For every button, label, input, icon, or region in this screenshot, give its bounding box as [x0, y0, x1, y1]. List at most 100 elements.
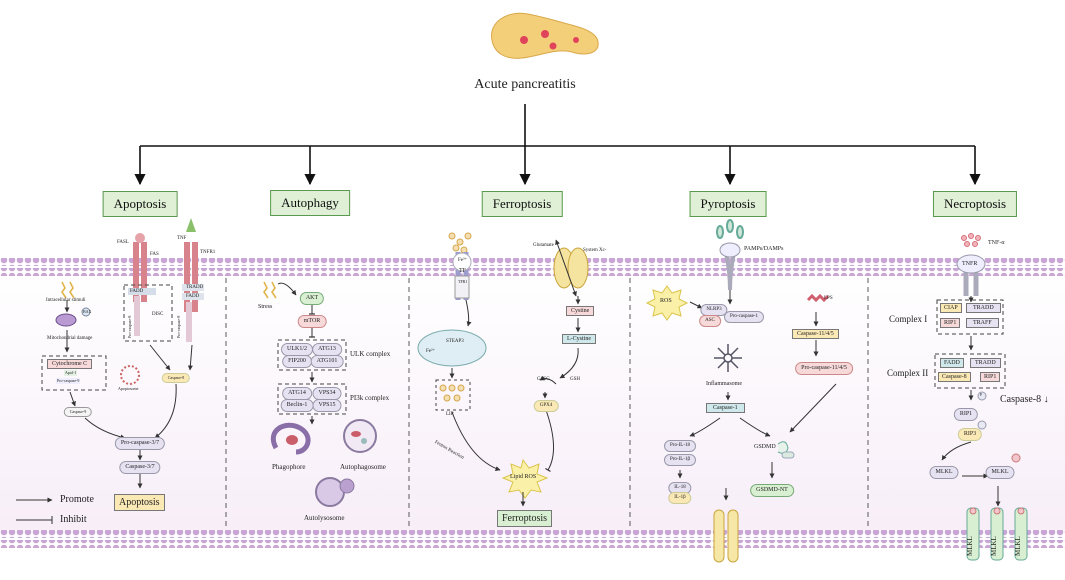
label-phospho-1: P	[980, 392, 983, 397]
node-tradd: TRADD	[966, 303, 1001, 313]
node-mlkl-p: MLKL	[985, 466, 1015, 479]
label-apaf1: Apaf-1	[64, 370, 78, 376]
label-procaspase8-a: Pro-caspase-8	[127, 315, 132, 338]
pore-mlkl-1: MLKL	[966, 536, 974, 556]
node-l-cystine: L-Cystine	[562, 334, 596, 344]
category-ferroptosis: Ferroptosis	[481, 191, 563, 217]
label-lps: LPS	[824, 296, 833, 301]
title: Acute pancreatitis	[474, 77, 576, 92]
label-tnfr: TNFR	[962, 261, 978, 267]
node-rip3: RIP3	[957, 428, 983, 441]
pyroptosis-graphics	[645, 219, 837, 563]
node-fadd: FADD	[940, 358, 964, 368]
category-pyroptosis: Pyroptosis	[689, 191, 767, 217]
node-caspase37: Caspase-3/7	[119, 461, 161, 474]
label-bax: BAX	[83, 309, 92, 314]
section-dividers	[225, 278, 869, 528]
legend-lines	[16, 497, 53, 524]
node-rip1-2: RIP1	[980, 372, 1001, 382]
label-inflammasome: Inflammasome	[706, 381, 742, 387]
node-procaspase1: Pro-caspase-1	[723, 311, 765, 323]
node-il1b: IL-1β	[668, 492, 692, 504]
label-procaspase8-b: Pro-caspase-8	[176, 315, 181, 338]
label-autolysosome: Autolysosome	[304, 514, 345, 522]
label-system-xc: System Xc-	[583, 248, 607, 253]
label-procaspase9: Pro-caspase-9	[56, 378, 81, 384]
category-necroptosis: Necroptosis	[932, 191, 1018, 217]
label-tradd: TRADD	[186, 285, 204, 290]
node-caspase8: Caspase-8	[161, 373, 191, 384]
node-akt: AKT	[299, 292, 325, 305]
label-phagophore: Phagophore	[272, 463, 306, 471]
label-complex-2: Complex II	[887, 368, 929, 378]
node-atg13: ATG13	[312, 343, 342, 356]
label-disc: DISC	[152, 312, 164, 317]
label-fadd: FADD	[130, 289, 144, 294]
label-ulk-complex: ULK complex	[350, 350, 391, 358]
label-complex-1: Complex I	[889, 314, 928, 324]
node-vps34: VPS34	[312, 387, 342, 400]
node-tradd-2: TRADD	[970, 358, 1001, 368]
lower-membrane	[0, 530, 1065, 548]
label-fasl: FASL	[117, 240, 129, 245]
necroptosis-graphics	[934, 233, 1028, 561]
label-tfr1: TFR1	[458, 279, 468, 284]
legend-inhibit: Inhibit	[60, 514, 87, 525]
label-glutamate: Glutamate	[533, 243, 554, 248]
legend-promote: Promote	[60, 494, 94, 505]
node-atg101: ATG101	[310, 355, 344, 368]
apoptosis-graphics	[41, 218, 204, 489]
label-pamps-damps: PAMPs/DAMPs	[744, 246, 784, 252]
node-gsdmd-nt: GSDMD-NT	[750, 484, 794, 497]
node-caspase9: Caspase-9	[63, 407, 93, 418]
tree-connector	[134, 104, 981, 186]
pancreas-illustration	[491, 12, 599, 59]
category-autophagy: Autophagy	[270, 190, 350, 216]
label-tf: TF	[459, 268, 467, 274]
label-lipid-ros: Lipid ROS	[510, 474, 537, 480]
label-gsdmd: GSDMD	[754, 444, 776, 450]
category-apoptosis: Apoptosis	[102, 191, 178, 217]
label-autophagosome: Autophagosome	[340, 463, 386, 471]
node-atg14: ATG14	[282, 387, 312, 400]
node-gpx4: GPX4	[533, 400, 559, 412]
node-cystine: Cystine	[566, 306, 595, 316]
label-stress: Stress	[258, 304, 273, 310]
pore-mlkl-3: MLKL	[1014, 536, 1022, 556]
label-fe2: Fe²⁺	[426, 349, 436, 354]
label-mitochondrial-damage: Mitochondrial damage	[47, 336, 93, 341]
label-fadd-2: FADD	[186, 294, 200, 299]
label-cytochrome-c: Cytochrome C	[47, 359, 93, 369]
result-apoptosis: Apoptosis	[114, 494, 165, 511]
node-fip200: FIP200	[282, 355, 312, 368]
node-caspase1: Caspase-1	[706, 403, 745, 413]
node-asc: ASC	[699, 315, 721, 327]
node-procaspase37: Pro-caspase-3/7	[114, 437, 166, 450]
label-lip: LIP	[446, 412, 454, 417]
node-mlkl: MLKL	[929, 466, 959, 479]
label-fas: FAS	[150, 252, 159, 257]
upper-membrane	[0, 258, 1065, 276]
label-caspase8-decrease: Caspase-8 ↓	[1000, 394, 1049, 405]
node-pro-il18: Pro-IL-18	[664, 440, 696, 452]
node-caspase11-4-5: Caspase-11/4/5	[792, 329, 839, 339]
ferroptosis-graphics	[417, 232, 589, 507]
label-apoptosome: Apoptosome	[118, 386, 139, 391]
node-rip1-3: RIP1	[953, 408, 979, 421]
label-tnf: TNF	[177, 236, 187, 241]
label-fe3: Fe³⁺	[458, 258, 468, 263]
node-traff: TRAFF	[966, 318, 999, 328]
label-gsh: GSH	[570, 377, 581, 382]
result-ferroptosis: Ferroptosis	[497, 510, 552, 527]
label-pi3k-complex: PI3k complex	[350, 394, 390, 402]
label-tnf-alpha: TNF-α	[988, 240, 1005, 246]
pore-mlkl-2: MLKL	[990, 536, 998, 556]
label-ros: ROS	[660, 298, 672, 304]
label-gssg: GSSG	[537, 377, 550, 382]
label-steap3: STEAP3	[446, 339, 464, 344]
node-beclin1: Beclin-1	[280, 399, 314, 412]
label-tnfr1: TNFR1	[200, 250, 216, 255]
node-mtor: mTOR	[297, 315, 327, 328]
autophagy-graphics	[263, 281, 377, 507]
